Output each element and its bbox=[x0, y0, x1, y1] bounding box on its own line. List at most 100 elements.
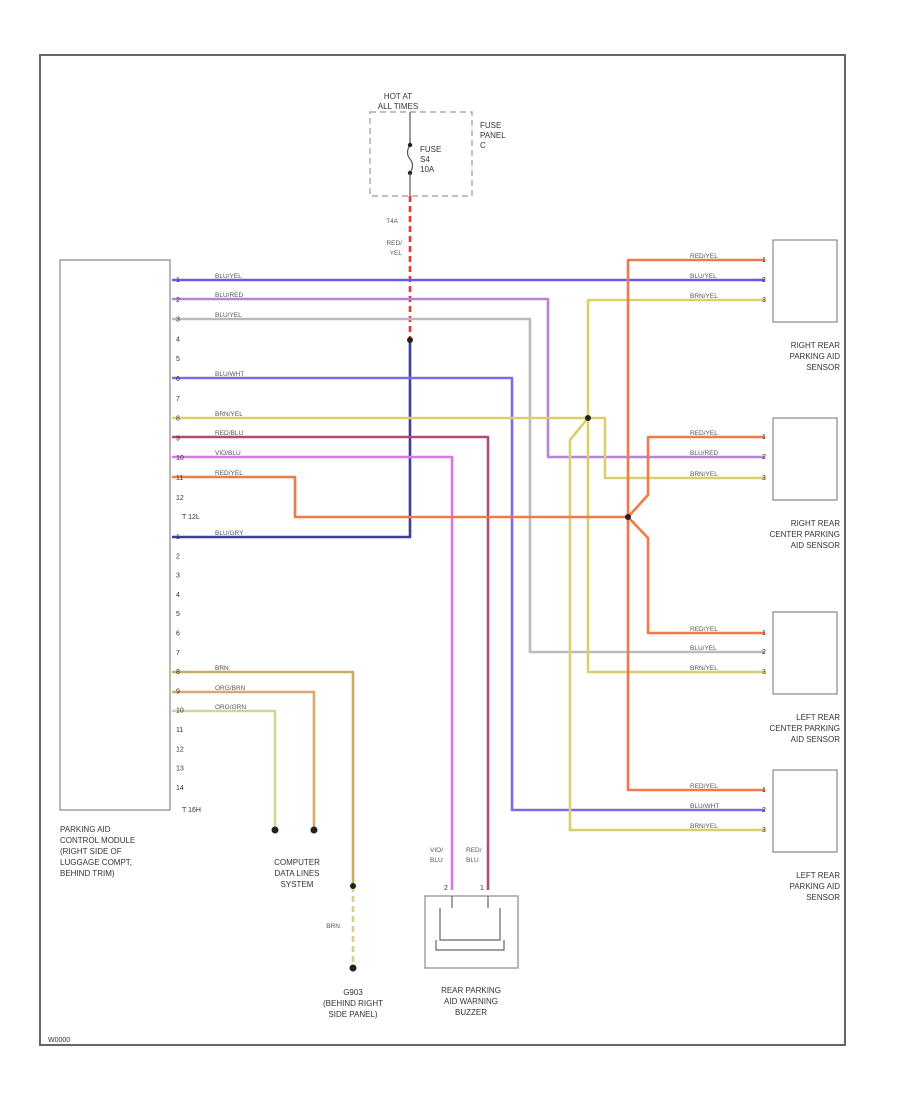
wire-b10-org-grn bbox=[172, 709, 277, 830]
ground-name-line: (BEHIND RIGHT bbox=[323, 999, 383, 1008]
sensor-pin: 1 bbox=[762, 434, 766, 441]
buzzer-name-line: AID WARNING bbox=[444, 997, 498, 1006]
buzzer-pin-right: 1 bbox=[480, 885, 484, 892]
sensor-wire-label: BLU/YEL bbox=[690, 273, 717, 280]
sensor-name-line: CENTER PARKING bbox=[769, 530, 840, 539]
ground-name-line: G903 bbox=[343, 988, 363, 997]
sensor-box bbox=[772, 239, 838, 323]
sensor-wire-label: RED/YEL bbox=[690, 253, 718, 260]
connector-a-pin: 12 bbox=[176, 495, 184, 502]
connector-b-label: T 16H bbox=[182, 807, 201, 814]
module-name-line: CONTROL MODULE bbox=[60, 836, 135, 845]
sensor-name-line: AID SENSOR bbox=[791, 735, 841, 744]
wire-label-a3: BLU/YEL bbox=[215, 312, 242, 319]
wire-red-yel-rrc bbox=[627, 435, 765, 518]
module-wire-labels: BLU/YEL BLU/RED BLU/YEL BLU/WHT BRN/YEL … bbox=[215, 273, 246, 711]
connector-a-pin: 7 bbox=[176, 396, 180, 403]
sensor-pin: 2 bbox=[762, 454, 766, 461]
sensor-name-line: LEFT REAR bbox=[796, 871, 840, 880]
buzzer-icon bbox=[439, 908, 501, 941]
wire-blu-gry-ground bbox=[172, 340, 412, 539]
footer-code: W0000 bbox=[48, 1037, 70, 1044]
connector-b-pin: 12 bbox=[176, 746, 184, 753]
wire-brn-yel-lr bbox=[568, 417, 765, 832]
sensor-name-line: PARKING AID bbox=[789, 882, 840, 891]
connector-a-pin: 2 bbox=[176, 297, 180, 304]
sensor-name-line: PARKING AID bbox=[789, 352, 840, 361]
splice-brn-yel bbox=[585, 415, 591, 421]
wire-a2-blu-red bbox=[172, 297, 765, 459]
sensor-wire-label: BRN/YEL bbox=[690, 293, 718, 300]
wire-label-b10: ORG/GRN bbox=[215, 704, 246, 711]
computer-name-line: COMPUTER bbox=[274, 858, 320, 867]
connector-a-pin: 8 bbox=[176, 416, 180, 423]
sensor-pin: 1 bbox=[762, 630, 766, 637]
module-name-line: LUGGAGE COMPT, bbox=[60, 858, 132, 867]
sensor-name-line: LEFT REAR bbox=[796, 713, 840, 722]
connector-b-pin: 3 bbox=[176, 573, 180, 580]
connector-b-pin: 6 bbox=[176, 631, 180, 638]
connector-a-pin: 11 bbox=[176, 475, 183, 482]
connector-a-pin: 9 bbox=[176, 435, 180, 442]
connector-b-pin: 8 bbox=[176, 669, 180, 676]
sensor-name-line: AID SENSOR bbox=[791, 541, 841, 550]
sensor-pin: 1 bbox=[762, 257, 766, 264]
connector-a-pin: 1 bbox=[176, 277, 180, 284]
splice-red-yel bbox=[625, 514, 631, 520]
connector-b-pin: 2 bbox=[176, 553, 180, 560]
sensor-box bbox=[772, 611, 838, 695]
hot-at-label: HOT AT bbox=[384, 92, 412, 101]
connector-b-pin: 9 bbox=[176, 688, 180, 695]
sensor-wire-label: BRN/YEL bbox=[690, 471, 718, 478]
splice-fuse bbox=[407, 337, 413, 343]
computer-data-terminal-2 bbox=[271, 826, 279, 834]
computer-data-terminal-1 bbox=[310, 826, 318, 834]
wire-label-a8: VIO/BLU bbox=[215, 450, 241, 457]
splice-ground bbox=[350, 883, 356, 889]
fuse-rating-label: 10A bbox=[420, 165, 435, 174]
wire-b9-org-brn bbox=[172, 690, 316, 830]
sensor-pin: 3 bbox=[762, 475, 766, 482]
wire-label-b9: ORG/BRN bbox=[215, 685, 246, 692]
sensor-name-line: SENSOR bbox=[806, 893, 840, 902]
buzzer-wire-right-2: BLU bbox=[466, 857, 479, 864]
connector-b-pin: 10 bbox=[176, 708, 184, 715]
wire-label-a9: RED/YEL bbox=[215, 470, 243, 477]
fuse-panel-label-3: C bbox=[480, 141, 486, 150]
connector-b-pin: 1 bbox=[176, 534, 180, 541]
sensor-wire-label: BRN/YEL bbox=[690, 823, 718, 830]
connector-b-pin: 14 bbox=[176, 785, 184, 792]
wire-label-a5: BLU/WHT bbox=[215, 371, 244, 378]
buzzer-box bbox=[424, 895, 519, 969]
fuse-wire-pin: T4A bbox=[386, 218, 399, 225]
wire-label-b1: BLU/GRY bbox=[215, 530, 244, 537]
buzzer-name-line: BUZZER bbox=[455, 1008, 487, 1017]
wire-b8-brn bbox=[172, 670, 355, 886]
sensor-wire-label: BLU/WHT bbox=[690, 803, 719, 810]
connector-b-pin: 5 bbox=[176, 611, 180, 618]
wire-a5-blu-wht bbox=[172, 376, 765, 812]
ground-point-icon bbox=[349, 964, 357, 972]
module-name-line: BEHIND TRIM) bbox=[60, 869, 115, 878]
fuse-element-icon bbox=[406, 144, 414, 174]
wire-label-a7: RED/BLU bbox=[215, 430, 243, 437]
sensor-wire-label: RED/YEL bbox=[690, 430, 718, 437]
sensor-name-line: RIGHT REAR bbox=[791, 519, 840, 528]
wire-brn-yel-rr bbox=[586, 298, 765, 418]
buzzer-wire-left-2: BLU bbox=[430, 857, 443, 864]
sensor-name-line: SENSOR bbox=[806, 363, 840, 372]
buzzer-name-line: REAR PARKING bbox=[441, 986, 501, 995]
wire-label-a1: BLU/YEL bbox=[215, 273, 242, 280]
wire-red-yel-rr bbox=[626, 258, 765, 517]
fuse-number-label: S4 bbox=[420, 155, 430, 164]
module-name-line: (RIGHT SIDE OF bbox=[60, 847, 122, 856]
wire-red-yel-lrc bbox=[627, 516, 765, 635]
fuse-panel: HOT AT ALL TIMES FUSE PANEL C FUSE S4 10… bbox=[369, 92, 506, 257]
sensor-pin: 3 bbox=[762, 297, 766, 304]
ground-name-line: SIDE PANEL) bbox=[328, 1010, 378, 1019]
